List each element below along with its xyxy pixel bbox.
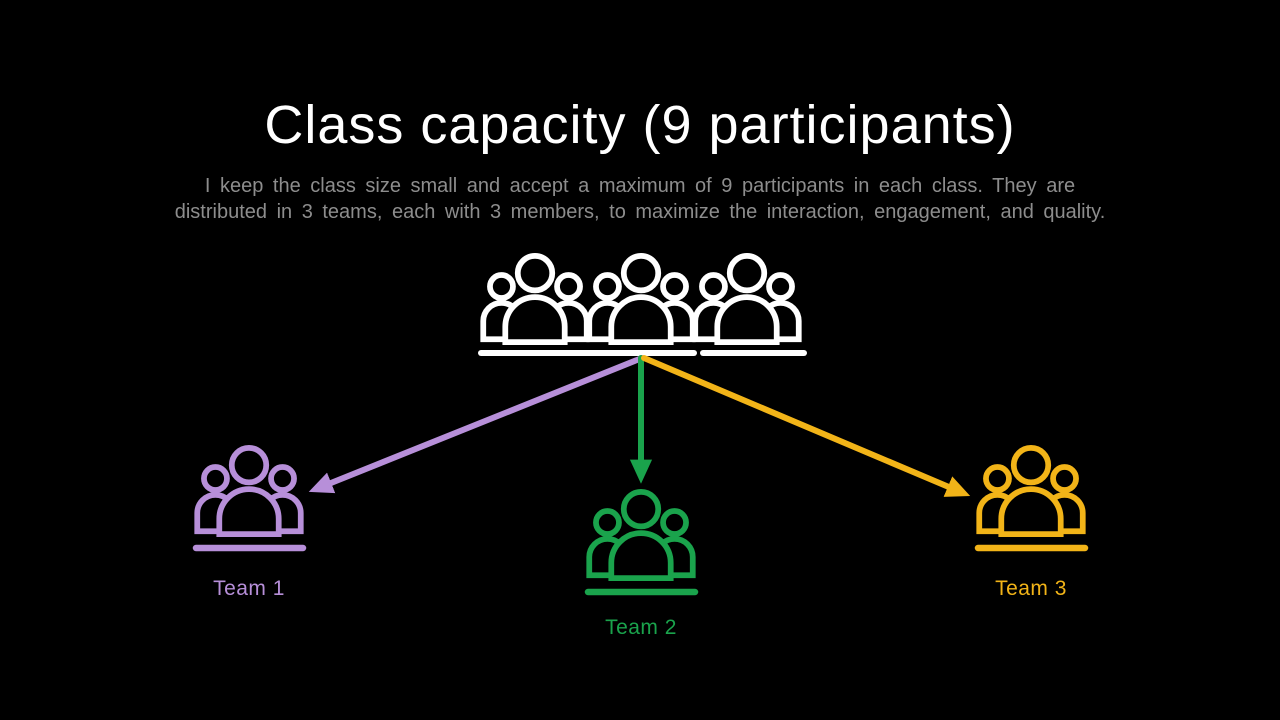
slide-subtitle: I keep the class size small and accept a… [0, 173, 1280, 225]
people-group-icon [197, 448, 301, 534]
class-group-icon [478, 256, 807, 356]
team-2-icon [584, 492, 699, 596]
team-3-label: Team 3 [995, 577, 1067, 600]
subtitle-line-2: distributed in 3 teams, each with 3 memb… [174, 201, 1106, 223]
people-group-icon [979, 448, 1083, 534]
people-group-icon [483, 256, 587, 342]
arrow-to-team-1 [308, 355, 645, 494]
team-2-label: Team 2 [605, 616, 677, 639]
people-group-icon [589, 256, 693, 342]
people-group-icon [695, 256, 799, 342]
team-3-icon [974, 448, 1089, 552]
arrow-to-team-3 [641, 355, 971, 497]
slide-title: Class capacity (9 participants) [264, 95, 1016, 155]
subtitle-line-1: I keep the class size small and accept a… [204, 175, 1076, 197]
people-group-icon [589, 492, 693, 578]
team-1-label: Team 1 [213, 577, 285, 600]
team-1-icon [192, 448, 307, 552]
